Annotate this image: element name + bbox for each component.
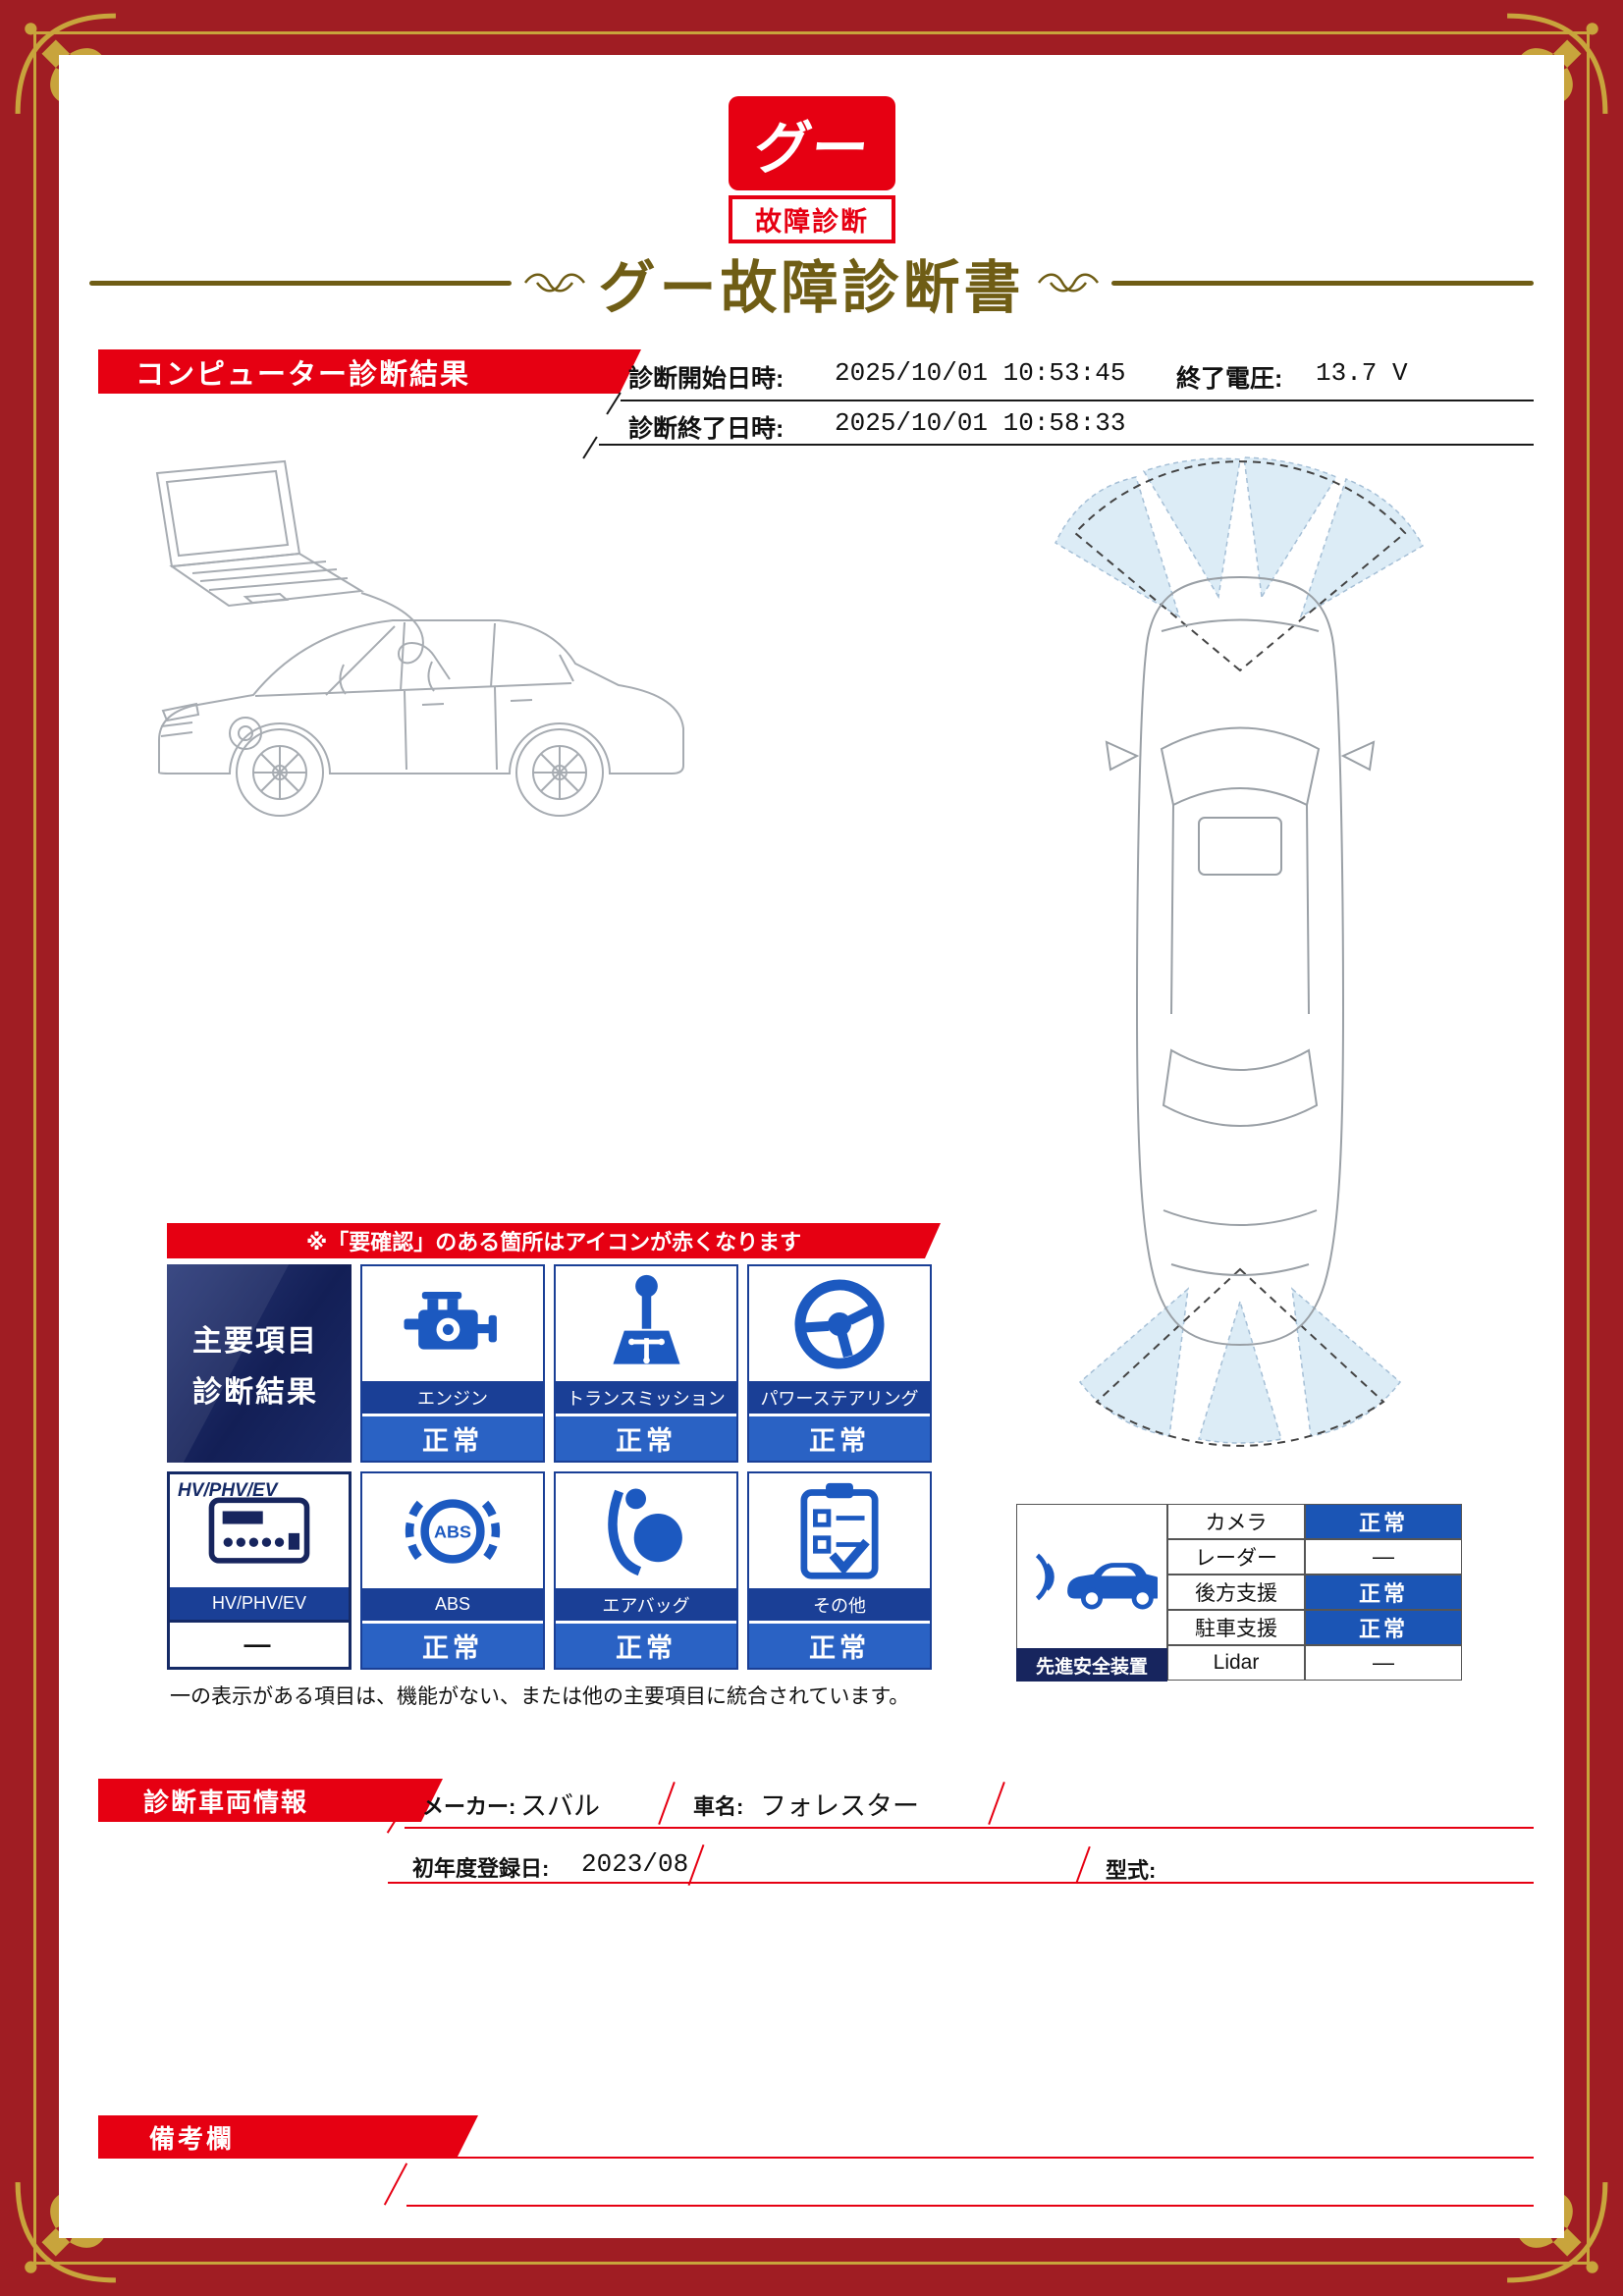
steering-wheel-icon	[794, 1279, 885, 1368]
remarks-banner: 備考欄	[98, 2115, 478, 2159]
cell-transmission: トランスミッション 正常	[554, 1264, 738, 1463]
field-divider	[988, 1782, 1005, 1825]
svg-text:ABS: ABS	[434, 1522, 471, 1541]
diagnosis-grid: 主要項目 診断結果	[167, 1264, 932, 1670]
safety-car-icon	[1035, 1553, 1158, 1610]
diag-voltage-value: 13.7 V	[1316, 358, 1408, 388]
title-rule-left	[89, 280, 513, 286]
car-name-label: 車名:	[693, 1794, 744, 1819]
grid-footnote: 一の表示がある項目は、機能がない、または他の主要項目に統合されています。	[170, 1685, 910, 1708]
diag-end-value: 2025/10/01 10:58:33	[835, 408, 1126, 438]
remarks-line	[406, 2205, 1534, 2207]
engine-icon	[404, 1291, 497, 1350]
attention-notice: ※「要確認」のある箇所はアイコンが赤くなります	[167, 1223, 941, 1258]
divider-line	[599, 444, 1534, 446]
cell-status: 正常	[749, 1414, 930, 1461]
grid-header-line1: 主要項目	[192, 1325, 318, 1358]
maker-label: メーカー:	[422, 1794, 516, 1819]
grid-header-line2: 診断結果	[192, 1376, 318, 1409]
safety-row-value: 正常	[1305, 1610, 1462, 1645]
cell-label: その他	[749, 1588, 930, 1621]
diag-end-label: 診断終了日時:	[628, 415, 784, 443]
safety-car-iconbox	[1016, 1504, 1167, 1648]
safety-row-value: 正常	[1305, 1575, 1462, 1610]
safety-row-label: カメラ	[1167, 1504, 1305, 1539]
safety-title: 先進安全装置	[1016, 1648, 1167, 1682]
flourish-icon	[1037, 273, 1099, 293]
laptop-car-illustration	[155, 459, 684, 817]
cell-status: 正常	[556, 1414, 736, 1461]
cell-status: 正常	[749, 1621, 930, 1668]
sensor-coverage-illustration	[1055, 456, 1424, 1447]
field-divider	[658, 1782, 676, 1825]
diag-start-label: 診断開始日時:	[628, 365, 784, 393]
safety-panel: 先進安全装置 カメラ 正常 レーダー ― 後方支援 正常 駐車支援 正常 Lid…	[1016, 1504, 1462, 1682]
page-title: グー故障診断書	[598, 256, 1025, 320]
safety-row-label: レーダー	[1167, 1539, 1305, 1575]
cell-hv-phv-ev: HV/PHV/EV HV/PHV/EV ―	[167, 1471, 352, 1670]
field-divider	[1075, 1845, 1091, 1885]
maker-value: スバル	[520, 1791, 600, 1821]
gold-frame	[33, 31, 1590, 2265]
cell-other: その他 正常	[747, 1471, 932, 1670]
safety-row-value: ―	[1305, 1539, 1462, 1575]
page-background	[59, 55, 1564, 2238]
logo-mark: グー	[729, 96, 895, 190]
cell-abs: ABS ABS 正常	[360, 1471, 545, 1670]
cell-power-steering: パワーステアリング 正常	[747, 1264, 932, 1463]
abs-icon: ABS	[405, 1498, 501, 1564]
divider-line	[621, 400, 1534, 401]
title-rule-right	[1110, 280, 1534, 286]
cell-status: 正常	[362, 1621, 543, 1668]
cell-label: エアバッグ	[556, 1588, 736, 1621]
first-registration-value: 2023/08	[581, 1849, 689, 1879]
airbag-icon	[608, 1488, 682, 1575]
remarks-divider	[383, 2163, 408, 2206]
checklist-icon	[800, 1482, 879, 1579]
cell-status: 正常	[362, 1414, 543, 1461]
brand-logo: グー 故障診断	[729, 96, 895, 243]
field-underline	[405, 1827, 1534, 1829]
cell-label: パワーステアリング	[749, 1381, 930, 1414]
hv-top-label: HV/PHV/EV	[178, 1480, 278, 1501]
cell-airbag: エアバッグ 正常	[554, 1471, 738, 1670]
grid-header-cell: 主要項目 診断結果	[167, 1264, 352, 1463]
first-registration-label: 初年度登録日:	[412, 1856, 550, 1881]
field-underline	[388, 1882, 1534, 1884]
safety-row-label: Lidar	[1167, 1645, 1305, 1681]
safety-table: カメラ 正常 レーダー ― 後方支援 正常 駐車支援 正常 Lidar ―	[1167, 1504, 1462, 1682]
model-code-label: 型式:	[1106, 1858, 1157, 1883]
computer-diagnosis-banner: コンピューター診断結果	[98, 349, 641, 394]
cell-engine: エンジン 正常	[360, 1264, 545, 1463]
safety-row-value: ―	[1305, 1645, 1462, 1681]
cell-label: HV/PHV/EV	[170, 1587, 349, 1620]
cell-status: 正常	[556, 1621, 736, 1668]
field-divider	[687, 1843, 705, 1887]
title-row: グー故障診断書	[0, 247, 1623, 320]
logo-subtitle: 故障診断	[729, 195, 895, 243]
diag-voltage-label: 終了電圧:	[1176, 365, 1283, 393]
cell-label: ABS	[362, 1588, 543, 1621]
cell-status: ―	[170, 1620, 349, 1667]
transmission-icon	[612, 1274, 680, 1364]
flourish-icon	[524, 273, 586, 293]
divider-slash	[606, 392, 622, 415]
cell-label: トランスミッション	[556, 1381, 736, 1414]
logo-text: グー	[750, 117, 872, 181]
safety-row-label: 後方支援	[1167, 1575, 1305, 1610]
ev-battery-icon	[208, 1496, 310, 1564]
safety-row-label: 駐車支援	[1167, 1610, 1305, 1645]
car-name-value: フォレスター	[760, 1791, 919, 1821]
vehicle-info-banner: 診断車両情報	[98, 1779, 443, 1822]
safety-row-value: 正常	[1305, 1504, 1462, 1539]
cell-label: エンジン	[362, 1381, 543, 1414]
diag-start-value: 2025/10/01 10:53:45	[835, 358, 1126, 388]
remarks-line	[422, 2157, 1534, 2159]
